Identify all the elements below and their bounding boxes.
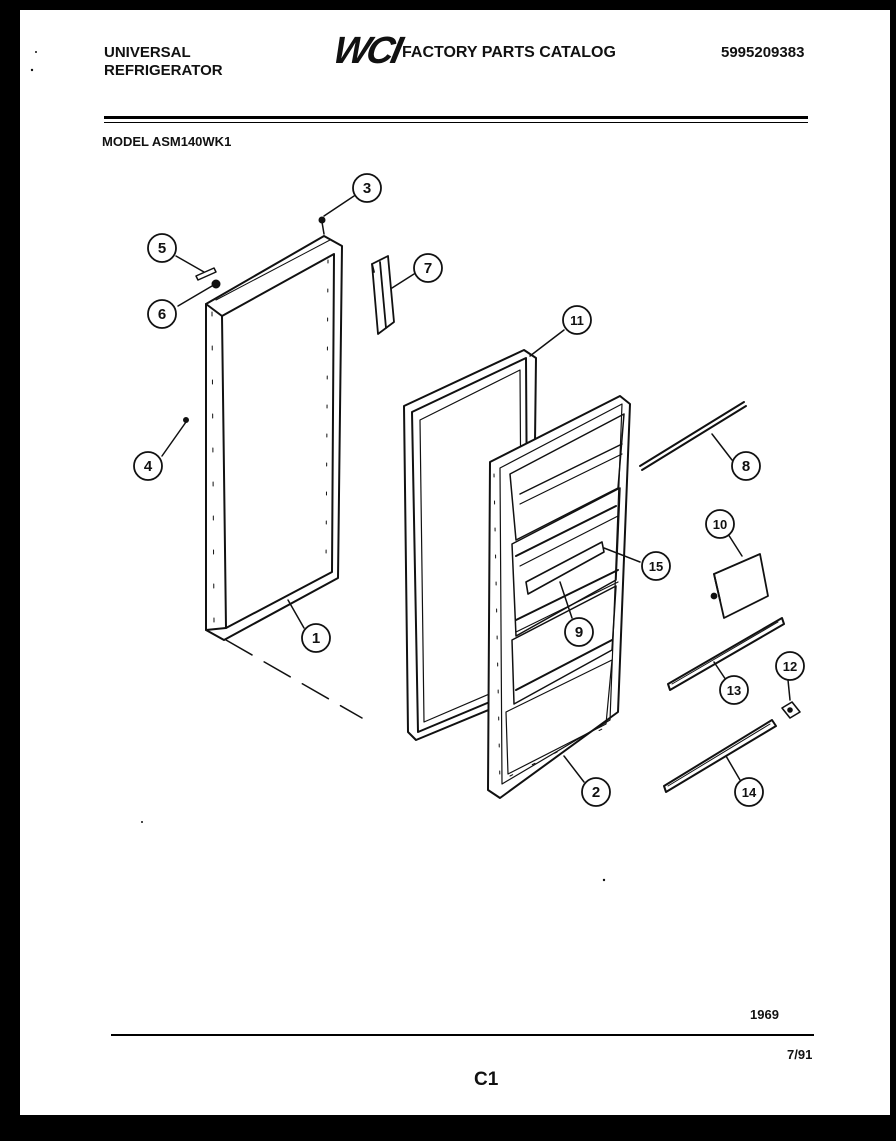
callout-12: 12 <box>775 651 805 681</box>
footer-rule <box>111 1034 814 1036</box>
svg-text:1: 1 <box>312 630 320 647</box>
svg-text:7: 7 <box>424 260 432 277</box>
callout-5: 5 <box>147 233 177 263</box>
part-12-clip <box>781 701 801 719</box>
callout-15: 15 <box>641 551 671 581</box>
page-code: C1 <box>474 1069 499 1090</box>
svg-text:13: 13 <box>727 683 741 698</box>
callout-11: 11 <box>562 305 592 335</box>
catalog-title: FACTORY PARTS CATALOG <box>402 44 616 61</box>
part-6-plug <box>211 279 221 289</box>
edge-mark <box>0 462 12 472</box>
callout-14: 14 <box>734 777 764 807</box>
part-1-inner-door-frame <box>205 235 343 641</box>
callout-4: 4 <box>133 451 163 481</box>
svg-text:4: 4 <box>144 458 153 475</box>
part-13-trim-strip <box>667 617 785 691</box>
svg-text:14: 14 <box>742 785 757 800</box>
callout-3: 3 <box>352 173 382 203</box>
part-5-clip <box>195 267 217 281</box>
svg-text:3: 3 <box>363 180 371 197</box>
catalog-number: 5995209383 <box>721 44 805 61</box>
part-14-trim-strip <box>663 719 777 793</box>
svg-text:6: 6 <box>158 306 166 323</box>
drawing-number: 1969 <box>750 1007 779 1022</box>
callout-bubbles: 1 2 3 4 5 6 7 8 9 10 11 12 13 14 15 <box>133 173 805 807</box>
header-rule-thin <box>104 122 808 123</box>
brand-line-2: REFRIGERATOR <box>104 62 223 79</box>
svg-text:5: 5 <box>158 240 166 257</box>
part-7-handle <box>371 255 395 335</box>
part-8-trim-strip <box>639 401 747 471</box>
svg-text:12: 12 <box>783 659 797 674</box>
alignment-line <box>225 639 363 719</box>
svg-text:9: 9 <box>575 624 583 641</box>
svg-text:8: 8 <box>742 458 750 475</box>
svg-text:2: 2 <box>592 784 600 801</box>
leader-lines <box>161 195 791 783</box>
callout-6: 6 <box>147 299 177 329</box>
svg-text:10: 10 <box>713 517 727 532</box>
callout-1: 1 <box>301 623 331 653</box>
callout-8: 8 <box>731 451 761 481</box>
part-3-screw <box>318 216 326 235</box>
date-code: 7/91 <box>787 1047 813 1062</box>
header-rule-thick <box>104 116 808 119</box>
callout-13: 13 <box>719 675 749 705</box>
brand-line-1: UNIVERSAL <box>104 44 191 61</box>
model-label: MODEL ASM140WK1 <box>102 134 232 149</box>
edge-mark <box>0 875 12 903</box>
callout-7: 7 <box>413 253 443 283</box>
part-2-inner-door-panel <box>487 395 631 799</box>
svg-text:11: 11 <box>570 313 584 328</box>
part-10-bracket <box>710 553 769 619</box>
svg-text:15: 15 <box>649 559 663 574</box>
scan-specks <box>30 51 606 882</box>
callout-10: 10 <box>705 509 735 539</box>
callout-9: 9 <box>564 617 594 647</box>
callout-2: 2 <box>581 777 611 807</box>
